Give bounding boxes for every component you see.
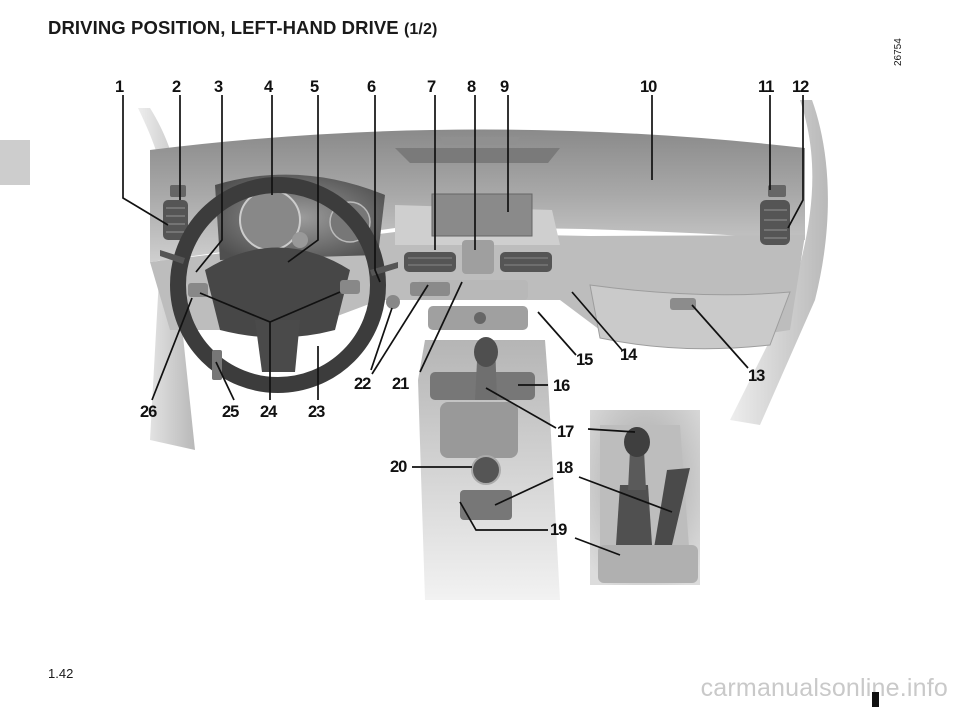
callout-24: 24 [260, 403, 278, 421]
callout-16: 16 [553, 377, 570, 395]
manual-gearbox-inset [590, 410, 700, 585]
callout-4: 4 [264, 78, 274, 96]
glovebox-handle [670, 298, 696, 310]
callout-10: 10 [640, 78, 657, 96]
lighting-stalk [160, 250, 185, 264]
callout-26: 26 [140, 403, 157, 421]
callout-22: 22 [354, 375, 371, 393]
leader-lines [122, 95, 804, 556]
callout-8: 8 [467, 78, 476, 96]
callout-15: 15 [576, 351, 593, 369]
chapter-tab-marker [0, 140, 30, 185]
navigation-screen [431, 193, 533, 237]
climate-knob [474, 312, 486, 324]
callout-21: 21 [392, 375, 409, 393]
section-end-marker [872, 692, 879, 707]
callout-2: 2 [172, 78, 181, 96]
start-button-area [410, 282, 450, 296]
page-title: DRIVING POSITION, LEFT-HAND DRIVE (1/2) [48, 17, 437, 39]
right-outer-vent [760, 200, 790, 245]
left-outer-vent [163, 200, 188, 240]
watermark: carmanualsonline.info [700, 674, 948, 702]
steering-wheel-hub [205, 247, 350, 338]
steering-wheel [170, 177, 386, 393]
speedometer-dial [239, 189, 301, 251]
callout-11: 11 [758, 78, 774, 96]
defrost-vent [395, 148, 560, 163]
callout-numbers: 1 2 3 4 5 6 7 8 9 10 11 12 13 14 15 16 1… [115, 78, 810, 539]
page-number: 1.42 [48, 666, 74, 681]
callout-17: 17 [557, 423, 574, 441]
title-text: DRIVING POSITION, LEFT-HAND DRIVE [48, 17, 399, 38]
gear-knob [474, 337, 498, 367]
callout-20: 20 [390, 458, 407, 476]
title-part-indicator: (1/2) [403, 21, 438, 38]
callout-9: 9 [500, 78, 509, 96]
multimedia-controller [471, 455, 501, 485]
callout-23: 23 [308, 403, 325, 421]
callout-14: 14 [620, 346, 638, 364]
hazard-switch-panel [462, 240, 494, 274]
parking-brake-switch [460, 490, 512, 520]
right-a-pillar [730, 100, 828, 425]
callout-7: 7 [427, 78, 436, 96]
callout-5: 5 [310, 78, 319, 96]
callout-18: 18 [556, 459, 573, 477]
callout-25: 25 [222, 403, 239, 421]
gear-lever-gate [440, 402, 518, 458]
lighting-switch [386, 295, 400, 309]
center-vent-right [500, 252, 552, 272]
callout-3: 3 [214, 78, 223, 96]
left-side-vent [170, 185, 186, 197]
callout-13: 13 [748, 367, 765, 385]
center-vent-left [404, 252, 456, 272]
right-side-vent [768, 185, 786, 197]
glovebox [589, 284, 791, 350]
manual-parking-brake-lever [654, 468, 690, 548]
callout-6: 6 [367, 78, 376, 96]
wiper-stalk [370, 262, 398, 276]
callout-1: 1 [115, 78, 124, 96]
callout-12: 12 [792, 78, 809, 96]
callout-19: 19 [550, 521, 567, 539]
